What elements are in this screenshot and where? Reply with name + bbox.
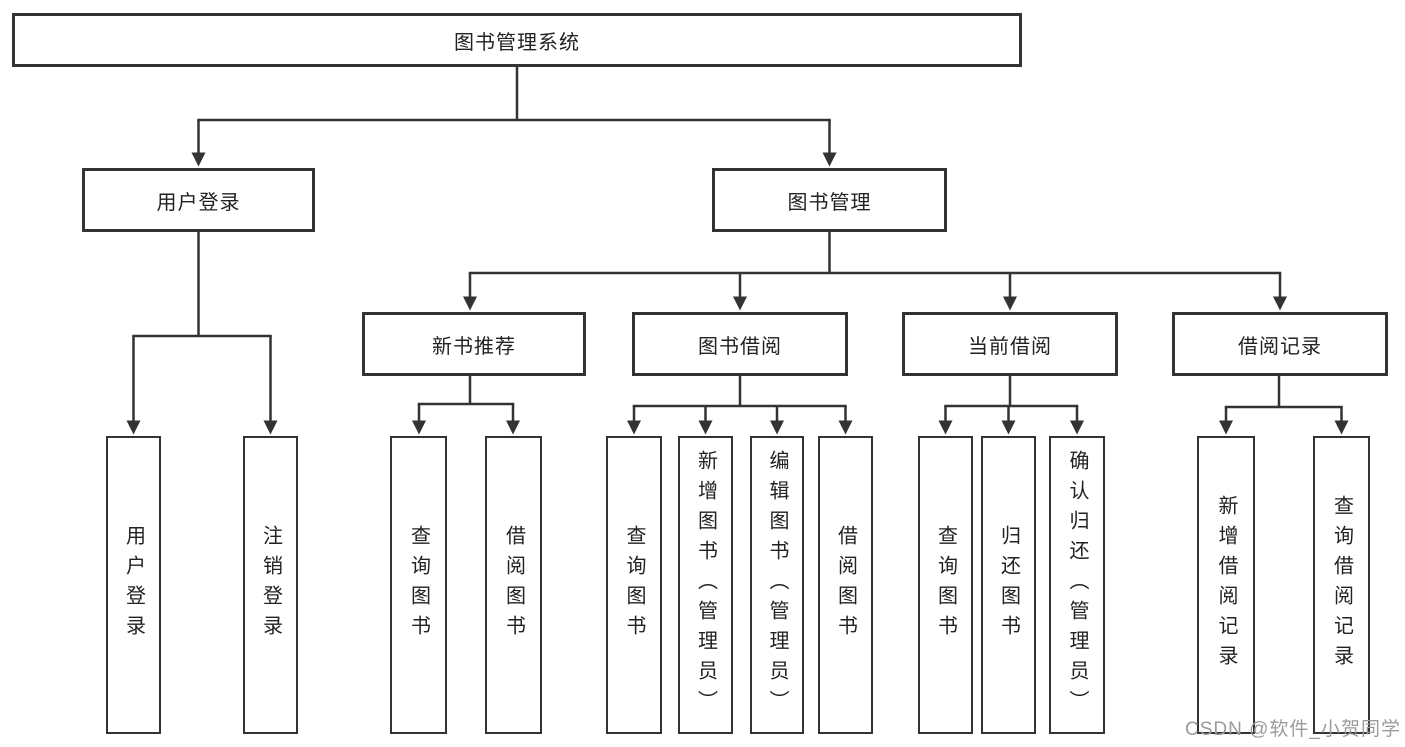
node-book-borrow: 图书借阅 (632, 312, 848, 376)
edge-current-borrow-split (944, 376, 1079, 408)
leaf-records-add-record: 新增借阅记录 (1197, 436, 1255, 734)
leaf-current-return-book: 归还图书 (981, 436, 1036, 734)
node-borrow-records-label: 借阅记录 (1238, 335, 1322, 358)
leaf-user-login: 用户登录 (106, 436, 161, 734)
leaf-user-login-label: 用户登录 (122, 525, 145, 645)
node-book-management: 图书管理 (712, 168, 947, 232)
leaf-records-query-record-label: 查询借阅记录 (1330, 495, 1353, 675)
leaf-recommend-borrow-book-label: 借阅图书 (502, 525, 525, 645)
edge-borrow-records-split (1224, 376, 1343, 409)
leaf-current-confirm-return-admin: 确认归还（管理员） (1049, 436, 1105, 734)
node-new-book-recommend: 新书推荐 (362, 312, 586, 376)
edge-root-split (197, 67, 831, 122)
node-current-borrow: 当前借阅 (902, 312, 1118, 376)
leaf-borrow-query-book: 查询图书 (606, 436, 662, 734)
node-borrow-records: 借阅记录 (1172, 312, 1388, 376)
csdn-watermark: CSDN @软件_小贺同学 (1185, 719, 1401, 740)
node-user-login: 用户登录 (82, 168, 315, 232)
leaf-borrow-edit-book-admin: 编辑图书（管理员） (750, 436, 804, 734)
leaf-borrow-query-book-label: 查询图书 (623, 525, 645, 645)
node-root-label: 图书管理系统 (454, 31, 580, 54)
node-book-management-label: 图书管理 (787, 191, 872, 214)
node-new-book-recommend-label: 新书推荐 (432, 335, 516, 358)
edge-new-book-split (417, 376, 515, 406)
node-book-borrow-label: 图书借阅 (698, 335, 782, 358)
leaf-current-return-book-label: 归还图书 (997, 525, 1020, 645)
leaf-logout: 注销登录 (243, 436, 298, 734)
leaf-recommend-query-book: 查询图书 (390, 436, 447, 734)
leaf-borrow-add-book-admin: 新增图书（管理员） (678, 436, 733, 734)
node-root-library-system: 图书管理系统 (12, 13, 1022, 67)
leaf-borrow-borrow-book-label: 借阅图书 (834, 525, 857, 645)
leaf-recommend-query-book-label: 查询图书 (407, 525, 430, 645)
node-user-login-label: 用户登录 (156, 191, 241, 214)
leaf-current-query-book: 查询图书 (918, 436, 973, 734)
edge-book-management-split (468, 232, 1282, 275)
node-current-borrow-label: 当前借阅 (968, 335, 1052, 358)
edge-user-login-split (132, 232, 272, 338)
edge-book-borrow-split (632, 376, 847, 408)
leaf-current-query-book-label: 查询图书 (934, 525, 957, 645)
leaf-records-query-record: 查询借阅记录 (1313, 436, 1370, 734)
leaf-current-confirm-return-admin-label: 确认归还（管理员） (1066, 450, 1088, 720)
leaf-borrow-add-book-admin-label: 新增图书（管理员） (694, 450, 717, 720)
leaf-records-add-record-label: 新增借阅记录 (1215, 495, 1237, 675)
leaf-borrow-edit-book-admin-label: 编辑图书（管理员） (766, 450, 788, 720)
leaf-borrow-borrow-book: 借阅图书 (818, 436, 873, 734)
leaf-logout-label: 注销登录 (259, 525, 282, 645)
leaf-recommend-borrow-book: 借阅图书 (485, 436, 542, 734)
